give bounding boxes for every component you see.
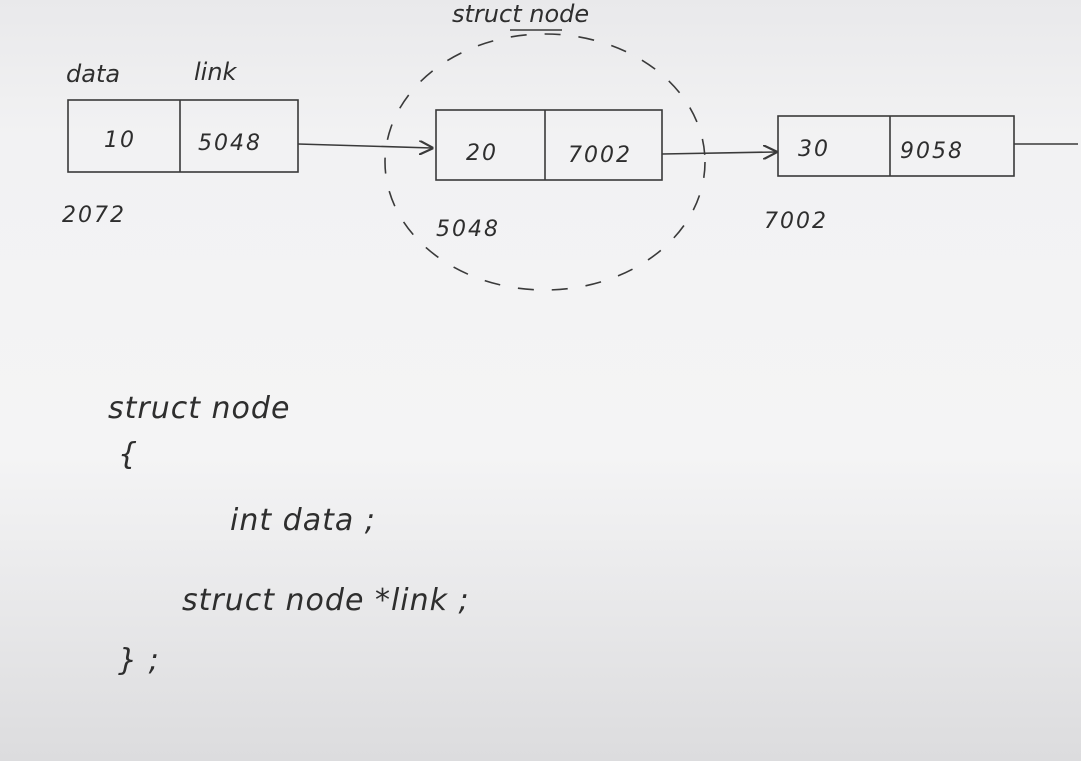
code-line-close-brace: } ; (118, 643, 160, 678)
field-label-link: link (194, 58, 238, 86)
node-3-box (777, 115, 1015, 177)
code-line-struct-link: struct node *link ; (182, 583, 470, 618)
node-2-address: 5048 (436, 217, 500, 242)
struct-node-label: struct node (452, 0, 589, 28)
node-1: 10 5048 2072 (62, 99, 299, 228)
node-2-box (435, 109, 663, 181)
node-3-link: 9058 (900, 139, 964, 164)
code-line-int-data: int data ; (230, 503, 376, 538)
struct-definition: struct node { int data ; struct node *li… (108, 391, 470, 678)
node-1-link: 5048 (198, 131, 262, 156)
node-highlight-circle (384, 33, 706, 291)
node-1-box (67, 99, 299, 173)
node-3-address: 7002 (764, 209, 828, 234)
node-2: 20 7002 5048 (435, 109, 663, 242)
node-1-data: 10 (104, 128, 136, 153)
node-3: 30 9058 7002 (764, 115, 1015, 234)
arrow-node-2-to-3 (661, 152, 776, 154)
arrow-node-1-to-2 (297, 144, 432, 148)
code-line-struct-node: struct node (108, 391, 290, 426)
node-3-data: 30 (798, 137, 830, 162)
field-label-data: data (66, 60, 120, 88)
code-line-open-brace: { (118, 437, 138, 472)
node-2-link: 7002 (568, 143, 632, 168)
node-1-address: 2072 (62, 203, 126, 228)
node-2-data: 20 (466, 141, 498, 166)
